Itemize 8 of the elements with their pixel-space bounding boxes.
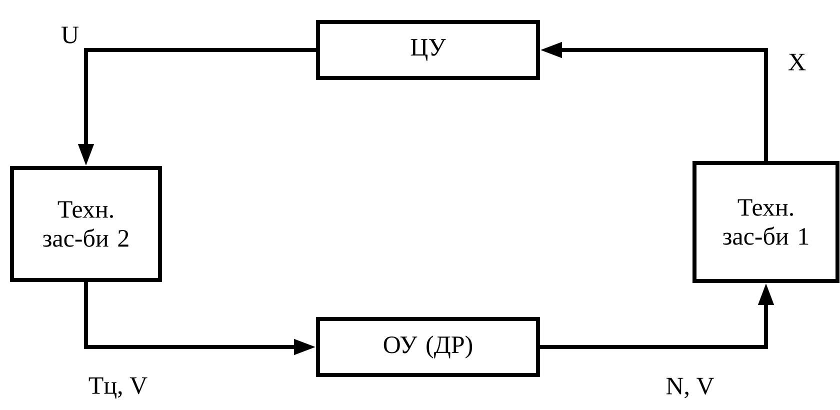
process-box: ОУ (ДР) (316, 317, 540, 377)
process-box: Техн. зас-би 1 (692, 161, 840, 283)
edge-label: X (788, 54, 806, 70)
edge-label: Тц, V (88, 377, 148, 399)
process-box: ЦУ (316, 20, 540, 80)
process-box: Техн. зас-би 2 (10, 166, 162, 282)
edge-label: N, V (666, 378, 714, 398)
edge-label: U (62, 26, 78, 44)
